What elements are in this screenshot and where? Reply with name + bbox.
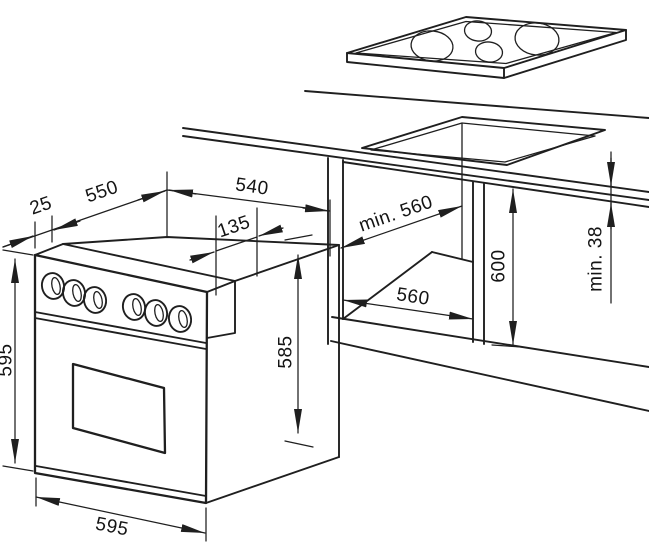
oven-front-frame	[33, 253, 209, 505]
dim-label-oven-front-height: 595	[0, 343, 17, 377]
dim-label-niche-height: 600	[488, 249, 510, 283]
dim-label-worktop-thickness: min. 38	[585, 226, 607, 292]
dimension-lines	[2, 151, 615, 542]
oven-door-bottom	[35, 465, 207, 497]
cutout-outer-edge	[361, 116, 606, 166]
oven-knob	[167, 305, 193, 333]
dim-label-niche-width: 560	[394, 284, 432, 310]
control-panel-bottom	[34, 311, 207, 344]
cutout-inner-edge	[370, 122, 596, 163]
oven-knob	[82, 286, 108, 314]
oven-drawing	[33, 236, 340, 505]
oven-knob	[61, 279, 87, 307]
burner-rings	[410, 20, 560, 63]
worktop-drawing	[182, 90, 649, 208]
oven-knob	[121, 293, 147, 321]
oven-knob	[40, 272, 66, 300]
oven-door-window	[71, 362, 167, 455]
oven-knob	[143, 299, 169, 327]
cooktop-drawing	[346, 16, 627, 79]
oven-door-top	[34, 317, 207, 350]
dim-label-oven-top-width: 540	[234, 174, 270, 200]
oven-knobs	[40, 272, 193, 333]
dim-label-oven-rear-height: 585	[275, 335, 297, 369]
